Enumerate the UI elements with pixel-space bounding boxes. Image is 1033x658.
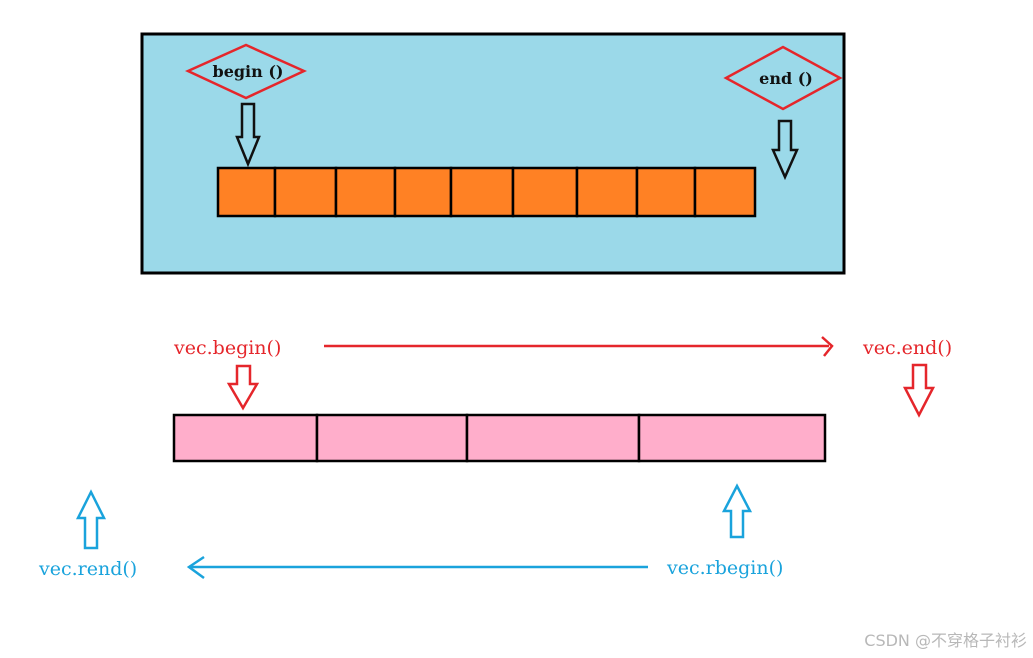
array-cell <box>575 166 639 218</box>
array-cell <box>315 413 469 463</box>
top-cell-array <box>216 166 757 218</box>
array-cell <box>693 166 757 218</box>
red-down-arrow-icon <box>226 364 260 411</box>
array-cell <box>511 166 579 218</box>
end-diamond-label: end () <box>759 69 813 88</box>
array-cell <box>465 413 641 463</box>
bottom-cell-array <box>172 413 827 463</box>
vec-begin-label: vec.begin() <box>173 337 281 359</box>
array-cell <box>637 413 827 463</box>
down-arrow-icon <box>235 102 261 168</box>
array-cell <box>334 166 397 218</box>
vec-rbegin-label: vec.rbegin() <box>666 557 783 579</box>
vec-rend-label: vec.rend() <box>38 558 137 580</box>
array-cell <box>393 166 453 218</box>
array-cell <box>273 166 338 218</box>
red-down-arrow-icon <box>902 363 936 418</box>
array-cell <box>635 166 697 218</box>
begin-diamond-label: begin () <box>213 62 284 81</box>
array-cell <box>172 413 319 463</box>
down-arrow-icon <box>771 119 799 181</box>
array-cell <box>449 166 515 218</box>
forward-arrow-icon <box>324 336 834 357</box>
blue-up-arrow-icon <box>721 483 753 539</box>
blue-up-arrow-icon <box>75 489 107 550</box>
end-diamond <box>723 45 843 111</box>
watermark: CSDN @不穿格子衬衫 <box>864 631 1027 650</box>
begin-diamond <box>184 43 308 100</box>
top-panel <box>140 32 846 275</box>
backward-arrow-icon <box>186 555 648 580</box>
array-cell <box>216 166 277 218</box>
vec-end-label: vec.end() <box>862 337 952 359</box>
